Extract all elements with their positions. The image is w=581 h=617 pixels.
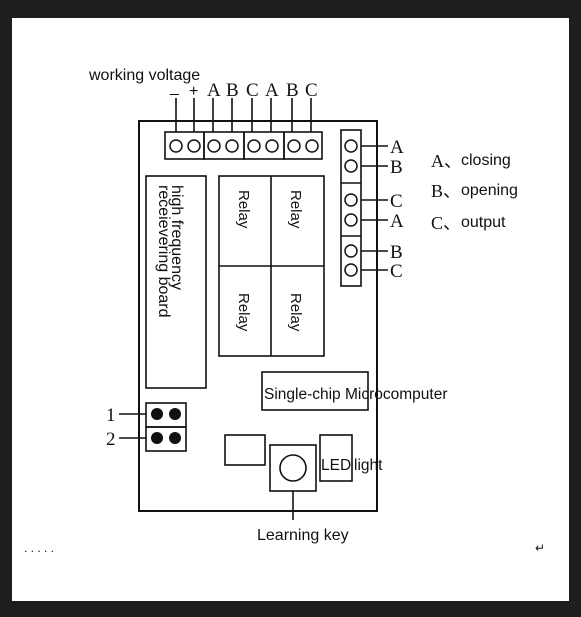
top-terminal-block <box>164 131 323 160</box>
right-terminal-block <box>340 129 362 287</box>
led-label: LED <box>321 457 351 474</box>
right-terminal-label: A <box>390 137 404 158</box>
jumper-label: 1 <box>106 405 116 426</box>
mcu-box <box>261 371 369 411</box>
relay-label: Relay <box>287 293 304 332</box>
mcu-label: Single-chip Microcomputer <box>264 386 448 403</box>
return-mark: ↵ <box>535 541 545 555</box>
receiver-board-label: receievering board <box>155 185 172 318</box>
jumper-label: 2 <box>106 429 116 450</box>
working-voltage-label: working voltage <box>88 67 200 84</box>
minus-label: _ <box>169 79 180 96</box>
right-terminal-label: B <box>390 157 403 178</box>
legend-text: opening <box>461 182 518 199</box>
legend-letter: B、 <box>431 181 461 201</box>
top-terminal-label: A <box>265 80 279 101</box>
legend-letter: A、 <box>431 151 462 171</box>
right-terminal-leads <box>361 145 388 271</box>
top-terminal-label: C <box>305 80 318 101</box>
plus-label: + <box>189 83 198 100</box>
top-terminal-label: B <box>286 80 299 101</box>
led-box <box>319 434 353 482</box>
right-terminal-label: A <box>390 211 404 232</box>
component-box <box>224 434 266 466</box>
jumper-block <box>145 402 187 452</box>
relay-label: Relay <box>235 293 252 332</box>
right-terminal-label: C <box>390 261 403 282</box>
relay-label: Relay <box>287 190 304 229</box>
relay-label: Relay <box>235 190 252 229</box>
top-terminal-label: C <box>246 80 259 101</box>
terminal-legend: A、 closing B、 opening C、 output <box>431 151 518 233</box>
legend-letter: C、 <box>431 213 461 233</box>
legend-text: output <box>461 214 506 231</box>
right-terminal-label: C <box>390 191 403 212</box>
relay-block <box>218 175 325 357</box>
page-background <box>12 18 569 601</box>
learning-key-circle <box>279 454 307 482</box>
board-outline <box>138 120 378 512</box>
led-suffix-label: light <box>354 457 383 474</box>
receiver-board-label: high frequency <box>168 185 185 290</box>
top-terminal-label: B <box>226 80 239 101</box>
top-terminal-label: A <box>207 80 221 101</box>
receiver-board <box>145 175 207 389</box>
right-terminal-label: B <box>390 242 403 263</box>
top-terminal-leads <box>175 98 312 132</box>
learning-key-label: Learning key <box>257 527 349 544</box>
legend-text: closing <box>461 152 511 169</box>
dots-mark: . . . . . <box>24 541 54 555</box>
